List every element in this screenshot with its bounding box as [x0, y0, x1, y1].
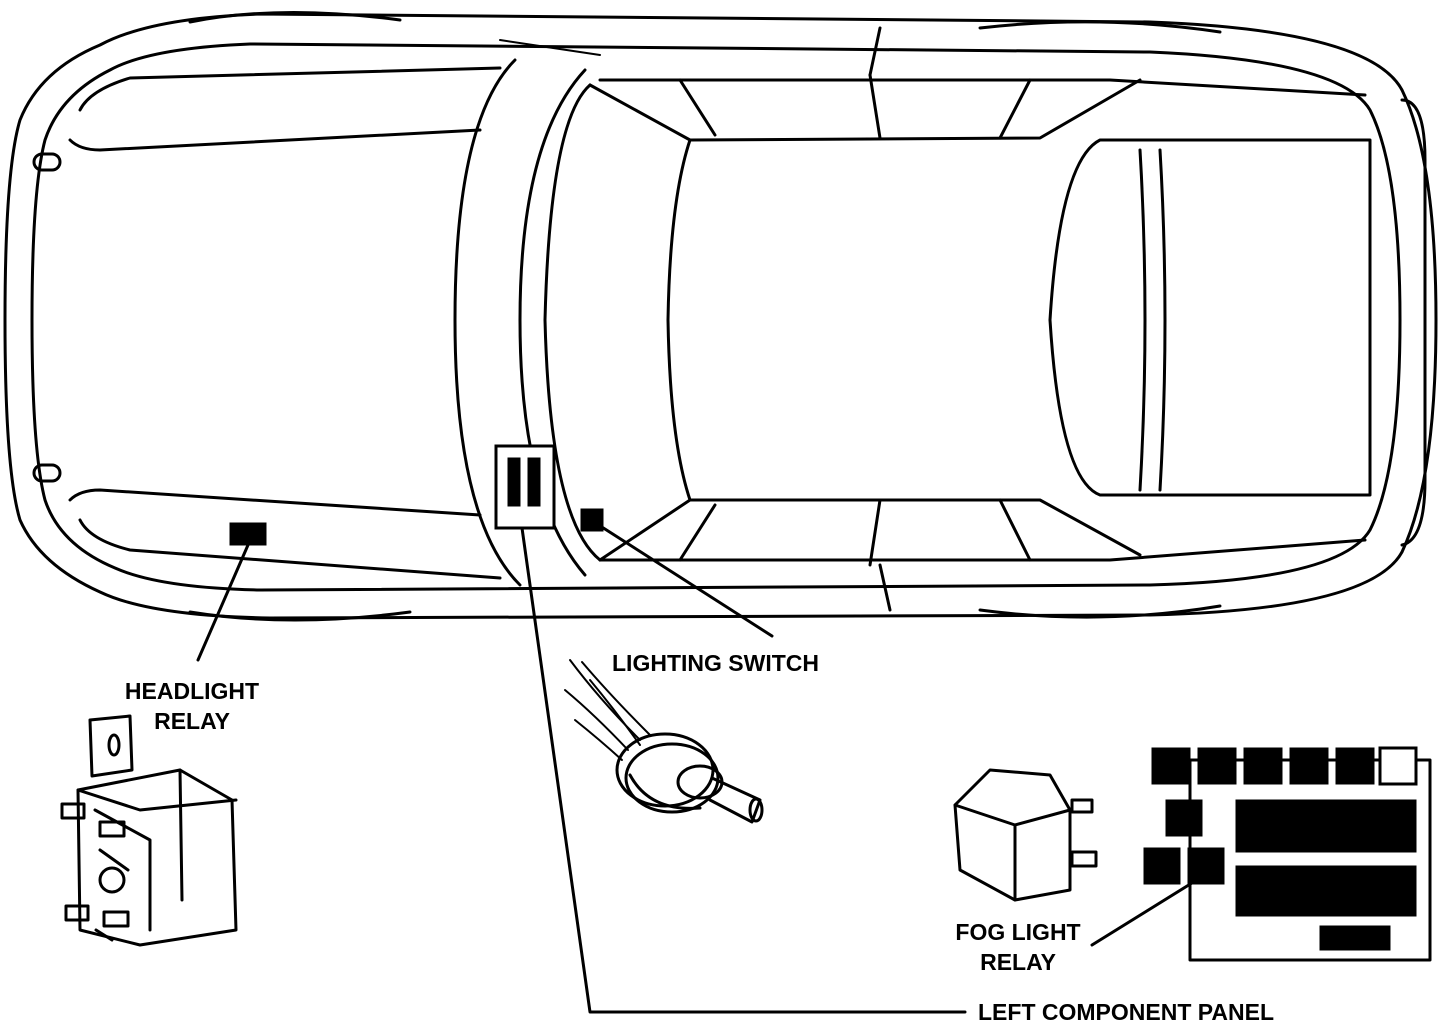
fog-light-relay-label-line2: RELAY — [980, 949, 1056, 975]
lighting-switch-illustration — [564, 659, 764, 824]
car-top-view — [3, 10, 1438, 622]
fog-light-relay-label-line1: FOG LIGHT — [955, 919, 1081, 945]
headlight-relay-illustration — [60, 714, 238, 947]
headlight-relay-label: HEADLIGHT RELAY — [112, 676, 272, 736]
headlight-relay-label-line1: HEADLIGHT — [124, 678, 260, 704]
leader-lines — [196, 520, 1202, 1014]
fog-light-relay-label: FOG LIGHT RELAY — [938, 917, 1098, 977]
lighting-switch-label: LIGHTING SWITCH — [612, 650, 819, 676]
component-panel-illustration — [1143, 746, 1432, 962]
lighting-switch-marker — [580, 508, 604, 532]
fog-light-relay-illustration — [953, 768, 1098, 902]
headlight-relay-marker — [229, 522, 267, 546]
location-markers — [229, 444, 604, 546]
left-component-panel-marker — [494, 444, 556, 530]
headlight-relay-label-line2: RELAY — [154, 708, 230, 734]
left-component-panel-label: LEFT COMPONENT PANEL — [978, 999, 1275, 1025]
